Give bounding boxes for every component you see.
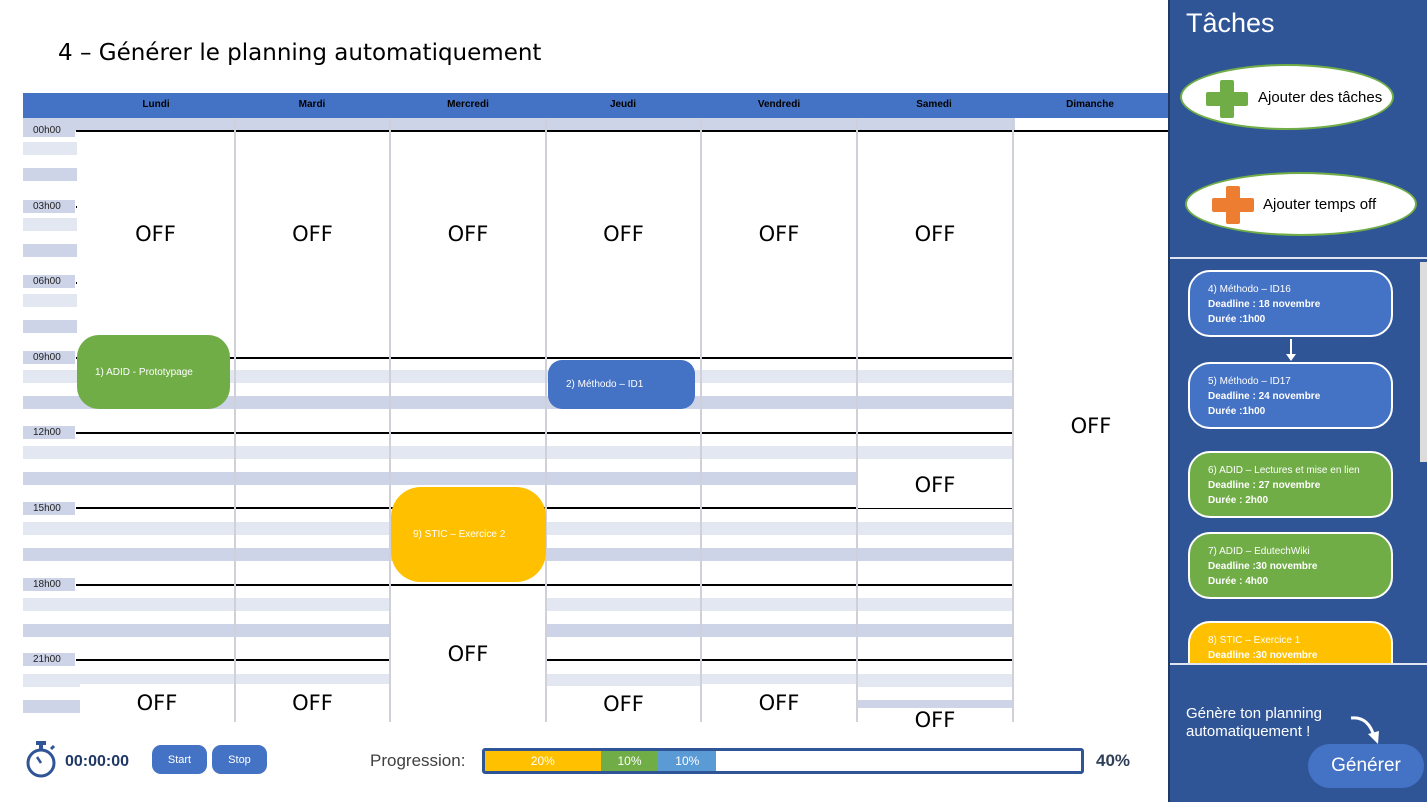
off-block-lundi-late[interactable]: OFF (80, 684, 234, 722)
task-card-duration: Durée :1h00 (1208, 406, 1266, 417)
generate-button[interactable]: Générer (1308, 744, 1424, 788)
task-card[interactable]: 4) Méthodo – ID16 Deadline : 18 novembre… (1188, 270, 1393, 337)
task-block-stic-exercice-2[interactable]: 9) STIC – Exercice 2 (391, 487, 546, 582)
hour-label: 06h00 (23, 275, 75, 288)
task-card-title: 7) ADID – EdutechWiki (1208, 546, 1310, 557)
add-off-label: Ajouter temps off (1263, 195, 1377, 213)
progress-total: 40% (1096, 751, 1131, 770)
task-card-duration: Durée :1h00 (1208, 314, 1266, 325)
off-block-samedi-night[interactable]: OFF (858, 132, 1012, 335)
orange-plus-icon (1212, 186, 1254, 224)
task-card-deadline: Deadline : 18 novembre (1208, 299, 1321, 310)
hour-label: 18h00 (23, 578, 75, 591)
green-plus-icon (1206, 80, 1248, 118)
day-label-lundi: Lundi (142, 99, 170, 110)
task-block-adid-prototypage[interactable]: 1) ADID - Prototypage (77, 335, 230, 409)
task-card-deadline: Deadline : 24 novembre (1208, 391, 1321, 402)
panel-title: Tâches (1186, 8, 1275, 38)
task-block-methodo-id1[interactable]: 2) Méthodo – ID1 (548, 360, 695, 409)
task-card-duration: Durée : 2h00 (1208, 495, 1269, 506)
off-block-mardi-night[interactable]: OFF (236, 132, 389, 335)
calendar-grid[interactable]: 00h00 03h00 06h00 09h00 12h00 15h00 18h0… (23, 118, 1168, 732)
off-block-jeudi-night[interactable]: OFF (547, 132, 700, 335)
task-list[interactable]: 4) Méthodo – ID16 Deadline : 18 novembre… (1170, 260, 1427, 663)
calendar-header: Lundi Mardi Mercredi Jeudi Vendredi Same… (23, 93, 1168, 118)
task-card-title: 5) Méthodo – ID17 (1208, 376, 1291, 387)
task-card[interactable]: 8) STIC – Exercice 1 Deadline :30 novemb… (1188, 621, 1393, 663)
off-block-mardi-late[interactable]: OFF (236, 684, 389, 722)
hour-label: 00h00 (23, 124, 75, 137)
progress-segment-stic: 20% (485, 751, 601, 771)
task-card[interactable]: 7) ADID – EdutechWiki Deadline :30 novem… (1188, 532, 1393, 599)
task-card-duration: Durée : 4h00 (1208, 576, 1269, 587)
hour-label: 15h00 (23, 502, 75, 515)
hour-label: 03h00 (23, 200, 75, 213)
hour-label: 21h00 (23, 653, 75, 666)
progress-segment-adid: 10% (600, 751, 659, 771)
off-block-jeudi-late[interactable]: OFF (547, 686, 700, 722)
task-card-title: 8) STIC – Exercice 1 (1208, 635, 1301, 646)
task-card-deadline: Deadline :30 novembre (1208, 561, 1318, 572)
task-card-deadline: Deadline :30 novembre (1208, 650, 1318, 661)
day-label-vendredi: Vendredi (757, 99, 801, 110)
stopwatch-icon (26, 741, 56, 778)
task-card-deadline: Deadline : 27 novembre (1208, 480, 1321, 491)
off-block-lundi-night[interactable]: OFF (77, 132, 234, 335)
add-off-time-button[interactable]: Ajouter temps off (1185, 172, 1417, 236)
task-card-title: 4) Méthodo – ID16 (1208, 284, 1291, 295)
generate-hint: Génère ton planning automatiquement ! (1186, 705, 1322, 740)
day-label-mercredi: Mercredi (447, 99, 489, 110)
curved-arrow-icon (1350, 716, 1379, 744)
hour-label: 09h00 (23, 351, 75, 364)
arrow-down-icon (1286, 339, 1296, 361)
off-block-mercredi-night[interactable]: OFF (391, 132, 545, 335)
day-label-dimanche: Dimanche (1066, 99, 1114, 110)
off-block-samedi-afternoon[interactable]: OFF (858, 461, 1012, 508)
off-block-vendredi-night[interactable]: OFF (702, 132, 856, 335)
day-label-samedi: Samedi (916, 99, 952, 110)
off-block-dimanche[interactable]: OFF (1014, 132, 1168, 720)
task-card[interactable]: 5) Méthodo – ID17 Deadline : 24 novembre… (1188, 362, 1393, 429)
progress-bar: 20% 10% 10% (482, 748, 1084, 774)
progress-segment-methodo: 10% (658, 751, 717, 771)
timer-value: 00:00:00 (65, 753, 130, 770)
slide-title: 4 – Générer le planning automatiquement (58, 40, 542, 66)
task-card-title: 6) ADID – Lectures et mise en lien (1208, 465, 1360, 476)
day-label-mardi: Mardi (298, 99, 326, 110)
day-label-jeudi: Jeudi (609, 99, 637, 110)
stop-button[interactable]: Stop (212, 745, 267, 774)
add-tasks-label: Ajouter des tâches (1258, 88, 1383, 106)
task-list-scrollbar[interactable] (1420, 262, 1427, 462)
start-button[interactable]: Start (152, 745, 207, 774)
off-block-vendredi-late[interactable]: OFF (702, 684, 856, 722)
off-block-mercredi-evening[interactable]: OFF (391, 586, 545, 722)
task-card[interactable]: 6) ADID – Lectures et mise en lien Deadl… (1188, 451, 1393, 518)
hour-label: 12h00 (23, 426, 75, 439)
tasks-panel: Tâches Ajouter des tâches Ajouter temps … (1168, 0, 1427, 802)
off-block-samedi-late[interactable]: OFF (858, 708, 1012, 732)
progress-label: Progression: (370, 751, 466, 770)
